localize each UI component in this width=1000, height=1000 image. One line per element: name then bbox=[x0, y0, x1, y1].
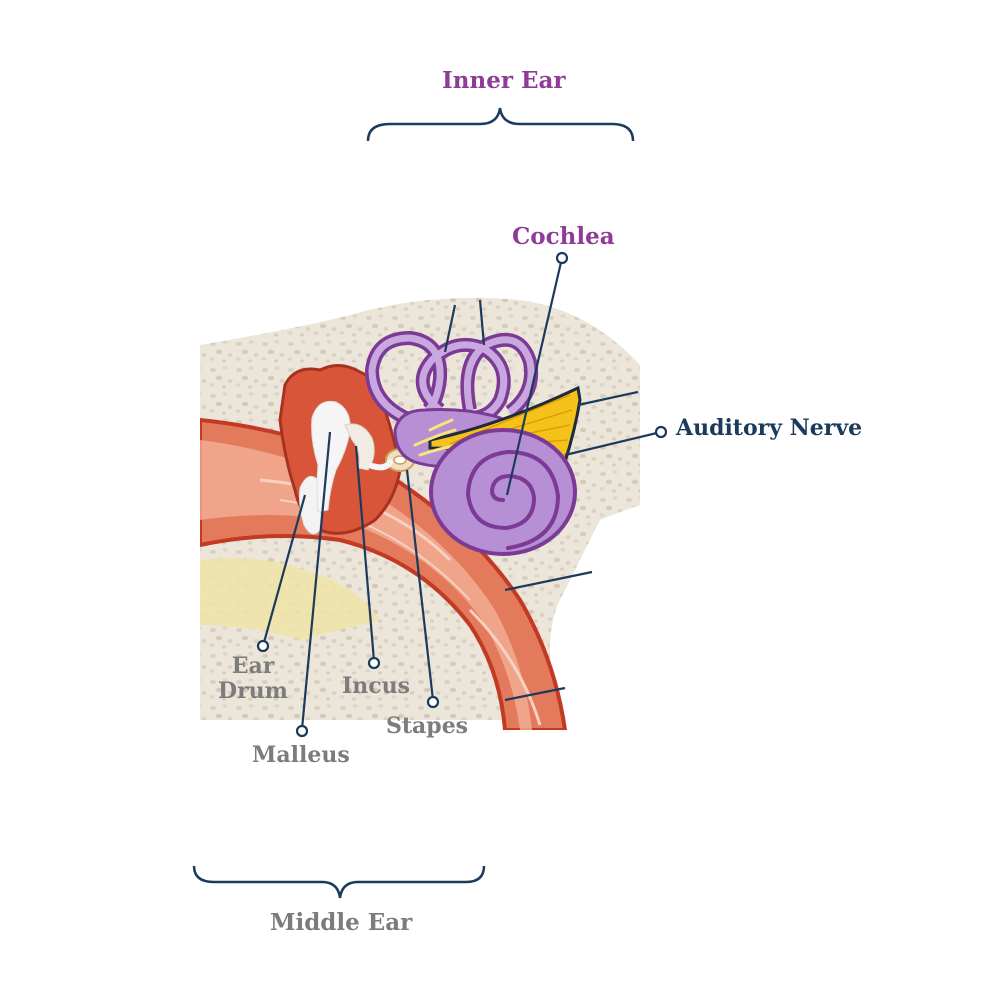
auditory-nerve-pointer-dot bbox=[654, 425, 668, 439]
cochlea-shape bbox=[429, 428, 577, 556]
ear-drum-label-line1: Ear bbox=[231, 653, 275, 679]
incus-shape bbox=[344, 423, 375, 471]
ear-drum-label-line2: Drum bbox=[218, 678, 288, 705]
incus-pointer-line bbox=[354, 445, 376, 662]
auditory-nerve-label: Auditory Nerve bbox=[676, 415, 863, 441]
malleus-label: Malleus bbox=[252, 742, 350, 768]
auditory-nerve-pointer-line bbox=[564, 430, 662, 457]
incus-label: Incus bbox=[342, 673, 411, 699]
stapes-pointer-dot bbox=[426, 695, 440, 709]
inner-ear-bracket bbox=[366, 107, 635, 142]
stapes-pointer-line bbox=[405, 469, 435, 701]
ear-drum-pointer-dot bbox=[256, 639, 270, 653]
ear-drum-pointer-line bbox=[261, 494, 307, 647]
middle-ear-label: Middle Ear bbox=[270, 909, 413, 936]
ear-drum-label: Ear Drum bbox=[214, 653, 292, 705]
cochlea-label: Cochlea bbox=[512, 223, 615, 250]
cochlea-pointer-line bbox=[505, 257, 564, 496]
inner-ear-label: Inner Ear bbox=[442, 67, 566, 94]
malleus-shape bbox=[311, 400, 351, 513]
malleus-pointer-dot bbox=[295, 724, 309, 738]
malleus-pointer-line bbox=[300, 431, 332, 730]
incus-pointer-dot bbox=[367, 656, 381, 670]
stapes-label: Stapes bbox=[386, 713, 469, 739]
middle-ear-bracket bbox=[192, 865, 486, 899]
fat-layer bbox=[200, 557, 380, 640]
ear-canal-inner bbox=[200, 440, 532, 730]
cochlea-pointer-dot bbox=[555, 251, 569, 265]
